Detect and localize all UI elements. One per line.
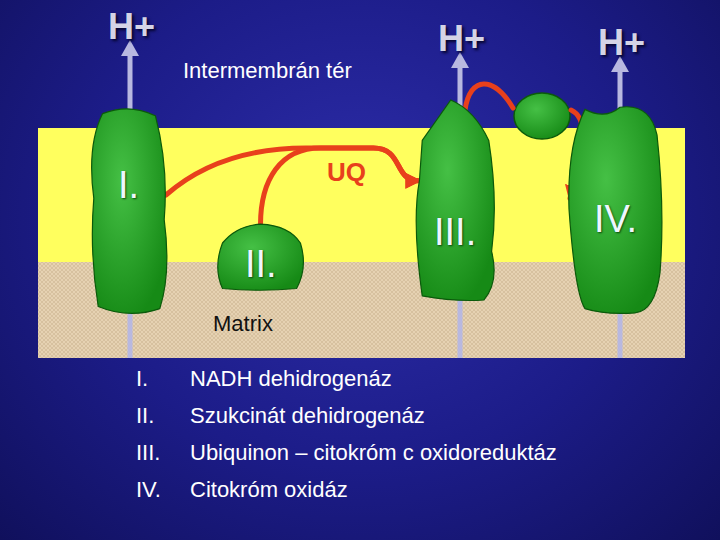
complex-number: II.: [245, 244, 277, 286]
protein-complex: I.: [85, 103, 173, 315]
text-label: Ubiquinon – citokróm c oxidoreduktáz: [190, 440, 557, 465]
protein-complex: IV.: [565, 103, 665, 315]
proton-label: H+: [598, 22, 645, 63]
proton-label: H+: [108, 6, 155, 47]
complex-shape: [408, 100, 503, 302]
text-label: II.: [136, 403, 154, 428]
text-label: III.: [136, 440, 160, 465]
complex-shape: [85, 103, 173, 315]
complex-outline: [569, 107, 662, 314]
text-label: Szukcinát dehidrogenáz: [190, 403, 425, 428]
electron-flow-arrow: [261, 148, 419, 225]
text-label: Intermembrán tér: [183, 58, 352, 83]
complex-outline: [218, 224, 304, 290]
complex-outline: [92, 109, 167, 314]
text-label: Matrix: [213, 311, 273, 336]
text-label: IV.: [136, 477, 161, 502]
complex-number: III.: [434, 212, 476, 254]
complex-outline: [416, 100, 494, 300]
carrier-label: UQ: [327, 158, 366, 187]
text-label: I.: [136, 366, 148, 391]
protein-complex: III.: [408, 100, 503, 302]
cytochrome-c: [514, 93, 570, 139]
complex-number: I.: [118, 165, 139, 207]
text-label: Citokróm oxidáz: [190, 477, 348, 502]
protein-complex: II.: [213, 222, 308, 292]
complex-number: IV.: [594, 199, 637, 241]
text-label: NADH dehidrogenáz: [190, 366, 392, 391]
proton-label: H+: [438, 18, 485, 59]
